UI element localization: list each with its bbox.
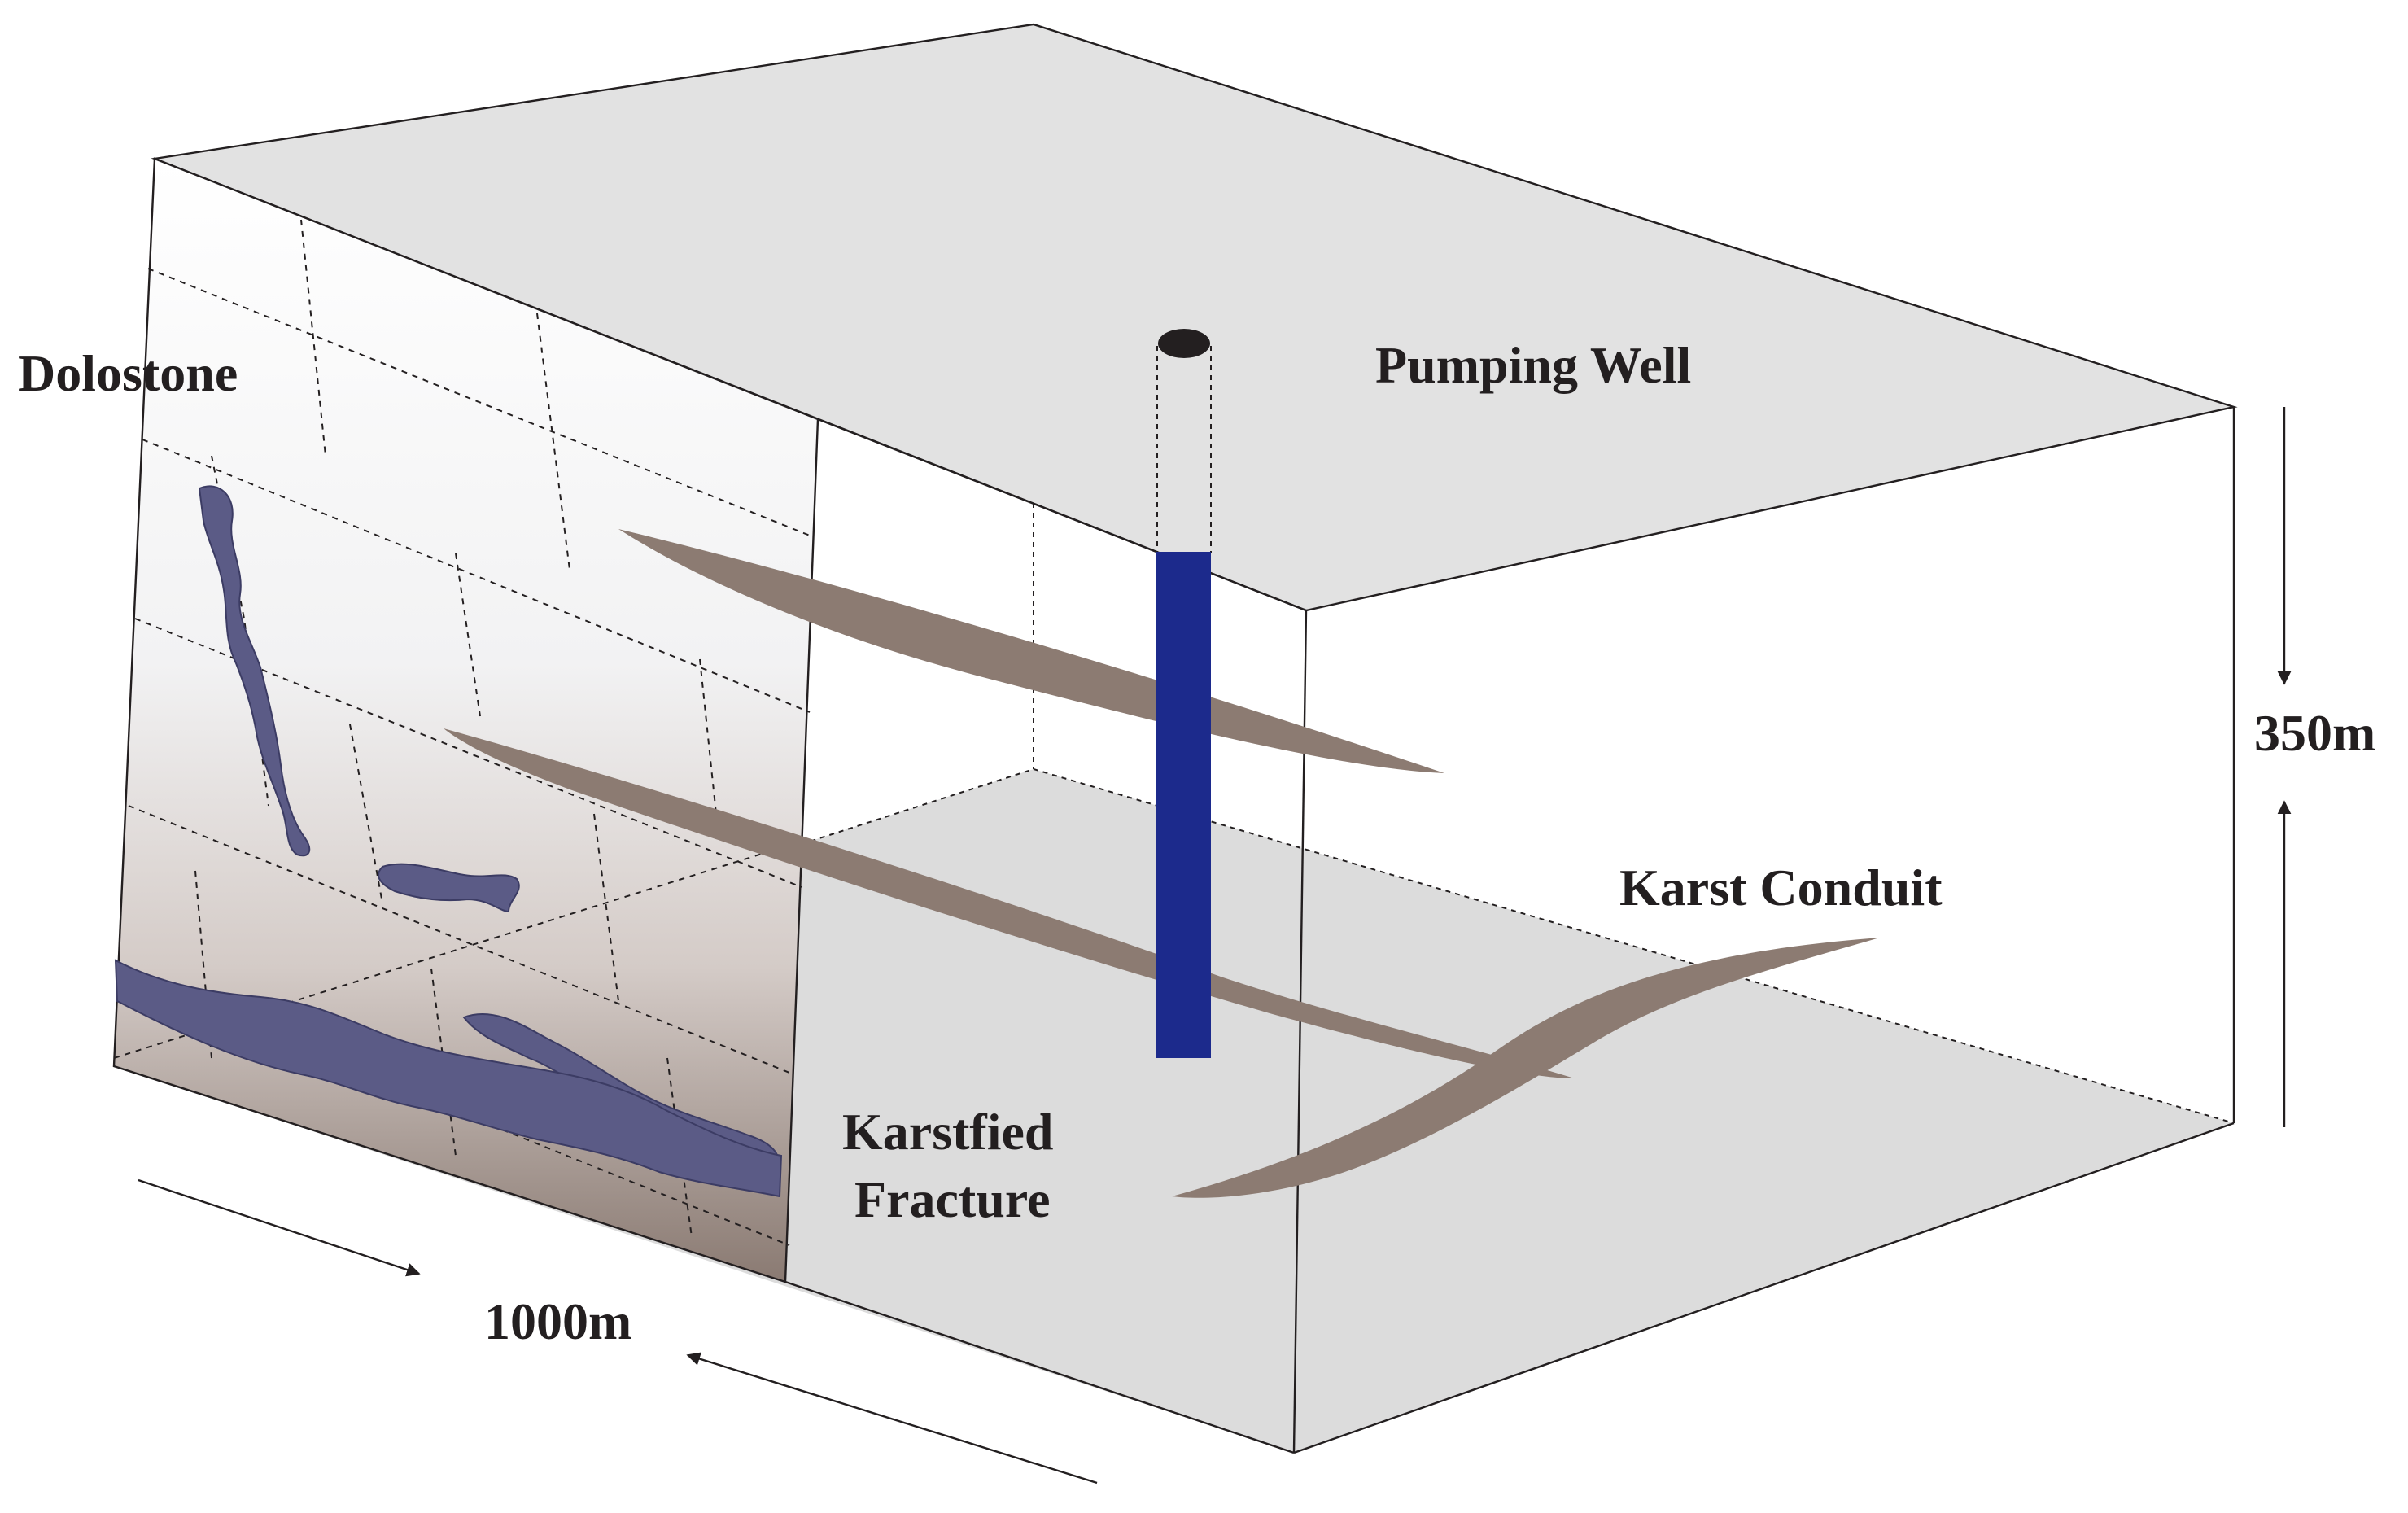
front-bottom-edge <box>784 1280 1295 1454</box>
karst-conduit-label: Karst Conduit <box>1619 859 1943 916</box>
curved-karst-conduit <box>1172 938 1880 1198</box>
length-dimension-label: 1000m <box>484 1292 631 1350</box>
dissolution-cavities <box>114 485 783 1198</box>
height-dimension-label: 350m <box>2254 704 2375 762</box>
right-bottom-edge <box>1293 1122 2235 1454</box>
karstified-fracture-label-line1: Karstfied <box>842 1103 1054 1161</box>
pumping-well <box>1156 329 1212 1058</box>
dimension-arrows <box>138 407 2292 1485</box>
karstified-fracture-label-line2: Fracture <box>854 1170 1050 1228</box>
lower-karst-conduit <box>444 728 1575 1078</box>
pumping-well-label: Pumping Well <box>1375 336 1691 394</box>
well-head-icon <box>1158 329 1210 358</box>
vertical-cavity <box>198 485 311 857</box>
dolostone-label: Dolostone <box>18 344 238 402</box>
length-arrow-left <box>138 1178 421 1277</box>
upper-karst-conduit <box>618 529 1444 773</box>
well-screen <box>1156 552 1211 1058</box>
hidden-back-bottom-edge-right <box>1033 768 2235 1124</box>
karst-conduits <box>444 529 1880 1198</box>
length-arrow-right <box>686 1352 1098 1485</box>
isolated-cavity <box>378 863 520 913</box>
section-back-edge <box>817 418 1307 612</box>
bedding-cavity <box>114 959 783 1198</box>
